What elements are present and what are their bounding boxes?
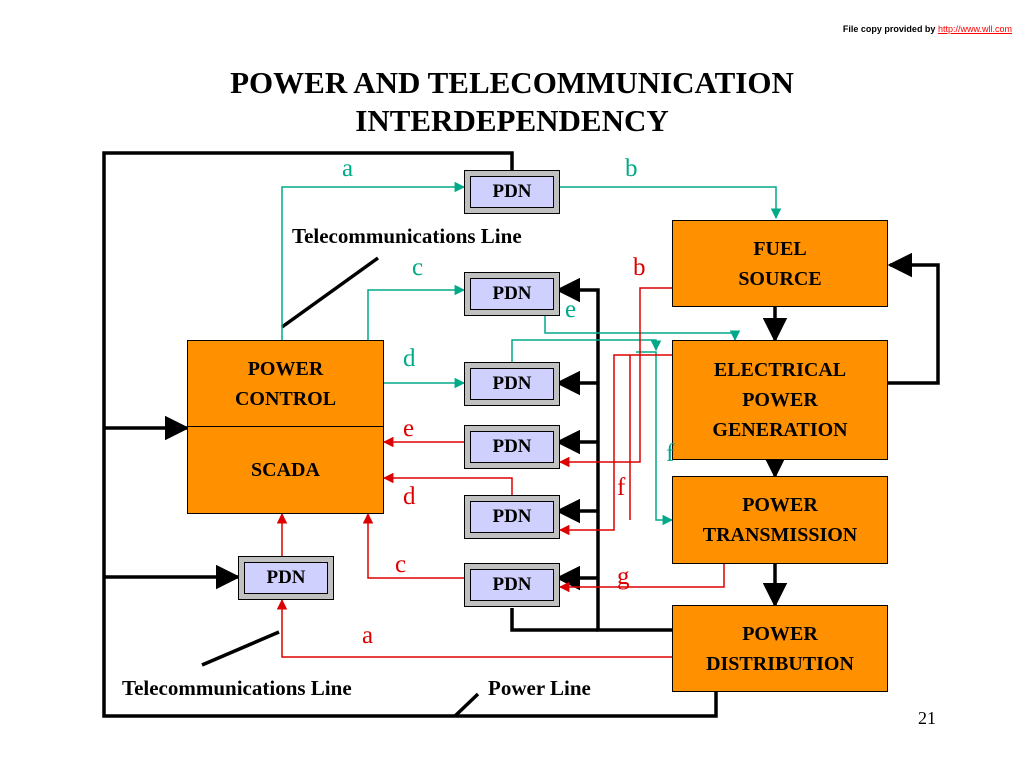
generation-label: ELECTRICAL POWER GENERATION (712, 359, 848, 441)
telecom-label-b: b (625, 155, 638, 182)
power-label-g: g (617, 563, 630, 590)
arrow-c-red (362, 512, 464, 579)
arrow-a-red (276, 598, 672, 658)
scada-label: SCADA (251, 459, 320, 481)
telecom-label-f: f (666, 440, 675, 467)
power-label-a: a (362, 622, 374, 649)
arrow-f-top (636, 351, 674, 526)
pdn-node-2-label: PDN (470, 278, 554, 310)
power-control-box: POWER CONTROL (187, 340, 384, 427)
telecom-pointer-top (280, 256, 380, 329)
pdn-node-2: PDN (464, 272, 560, 316)
power-bus (555, 277, 672, 632)
pdn-node-3: PDN (464, 362, 560, 406)
fuel-source-label: FUEL SOURCE (738, 237, 822, 290)
arrow-f-red (558, 354, 672, 536)
arrow-a-top (281, 181, 466, 340)
telecom-pointer-bottom (201, 630, 280, 667)
pdn-node-4-label: PDN (470, 431, 554, 463)
power-label-b: b (633, 254, 646, 281)
pdn-node-left: PDN (238, 556, 334, 600)
power-control-label: POWER CONTROL (234, 357, 337, 410)
pdn-node-5: PDN (464, 495, 560, 539)
arrow-d-branch (511, 339, 662, 362)
title-line-2: INTERDEPENDENCY (355, 103, 669, 138)
pdn-node-1-label: PDN (470, 176, 554, 208)
transmission-label: POWER TRANSMISSION (702, 494, 858, 546)
arrow-b-red (558, 287, 672, 468)
arrow-c-top (367, 284, 466, 340)
power-line-pointer (453, 692, 480, 718)
page-title: POWER AND TELECOMMUNICATION INTERDEPENDE… (0, 64, 1024, 140)
arrow-g-red (558, 564, 725, 593)
scada-box: SCADA (187, 426, 384, 514)
pdn-node-6: PDN (464, 563, 560, 607)
telecom-label-c: c (412, 254, 424, 281)
fuel-loop (887, 252, 940, 385)
power-line-caption: Power Line (488, 676, 591, 700)
telecom-label-d: d (403, 345, 416, 372)
power-transmission-box: POWER TRANSMISSION (672, 476, 888, 564)
bus-to-distribution-pdn (510, 608, 598, 632)
telecom-label-a: a (342, 155, 354, 182)
page-number: 21 (918, 708, 936, 728)
power-label-e: e (403, 415, 415, 442)
pdn-node-1: PDN (464, 170, 560, 214)
pdn-node-6-label: PDN (470, 569, 554, 601)
telecom-label-e: e (565, 296, 577, 323)
telecom-line-caption-bottom: Telecommunications Line (122, 676, 352, 700)
power-label-c: c (395, 551, 407, 578)
pdn-node-3-label: PDN (470, 368, 554, 400)
pdn-node-4: PDN (464, 425, 560, 469)
power-lines (102, 151, 940, 718)
telecom-line-caption-top: Telecommunications Line (292, 224, 522, 248)
arrow-d-red (382, 472, 513, 495)
pdn-node-5-label: PDN (470, 501, 554, 533)
credit-line: File copy provided by http://www.wll.com (843, 24, 1012, 34)
power-label-f: f (617, 474, 626, 501)
pdn-node-left-label: PDN (244, 562, 328, 594)
credit-link[interactable]: http://www.wll.com (937, 24, 1012, 34)
title-line-1: POWER AND TELECOMMUNICATION (230, 65, 794, 100)
distribution-label: POWER DISTRIBUTION (706, 622, 854, 675)
power-distribution-box: POWER DISTRIBUTION (672, 605, 888, 692)
credit-prefix: File copy provided by (842, 24, 936, 34)
power-arrows (276, 287, 725, 658)
power-label-d: d (403, 483, 416, 510)
power-outer-loop (102, 151, 718, 718)
fuel-source-box: FUEL SOURCE (672, 220, 888, 307)
electrical-power-generation-box: ELECTRICAL POWER GENERATION (672, 340, 888, 460)
arrow-b-top (560, 186, 782, 220)
